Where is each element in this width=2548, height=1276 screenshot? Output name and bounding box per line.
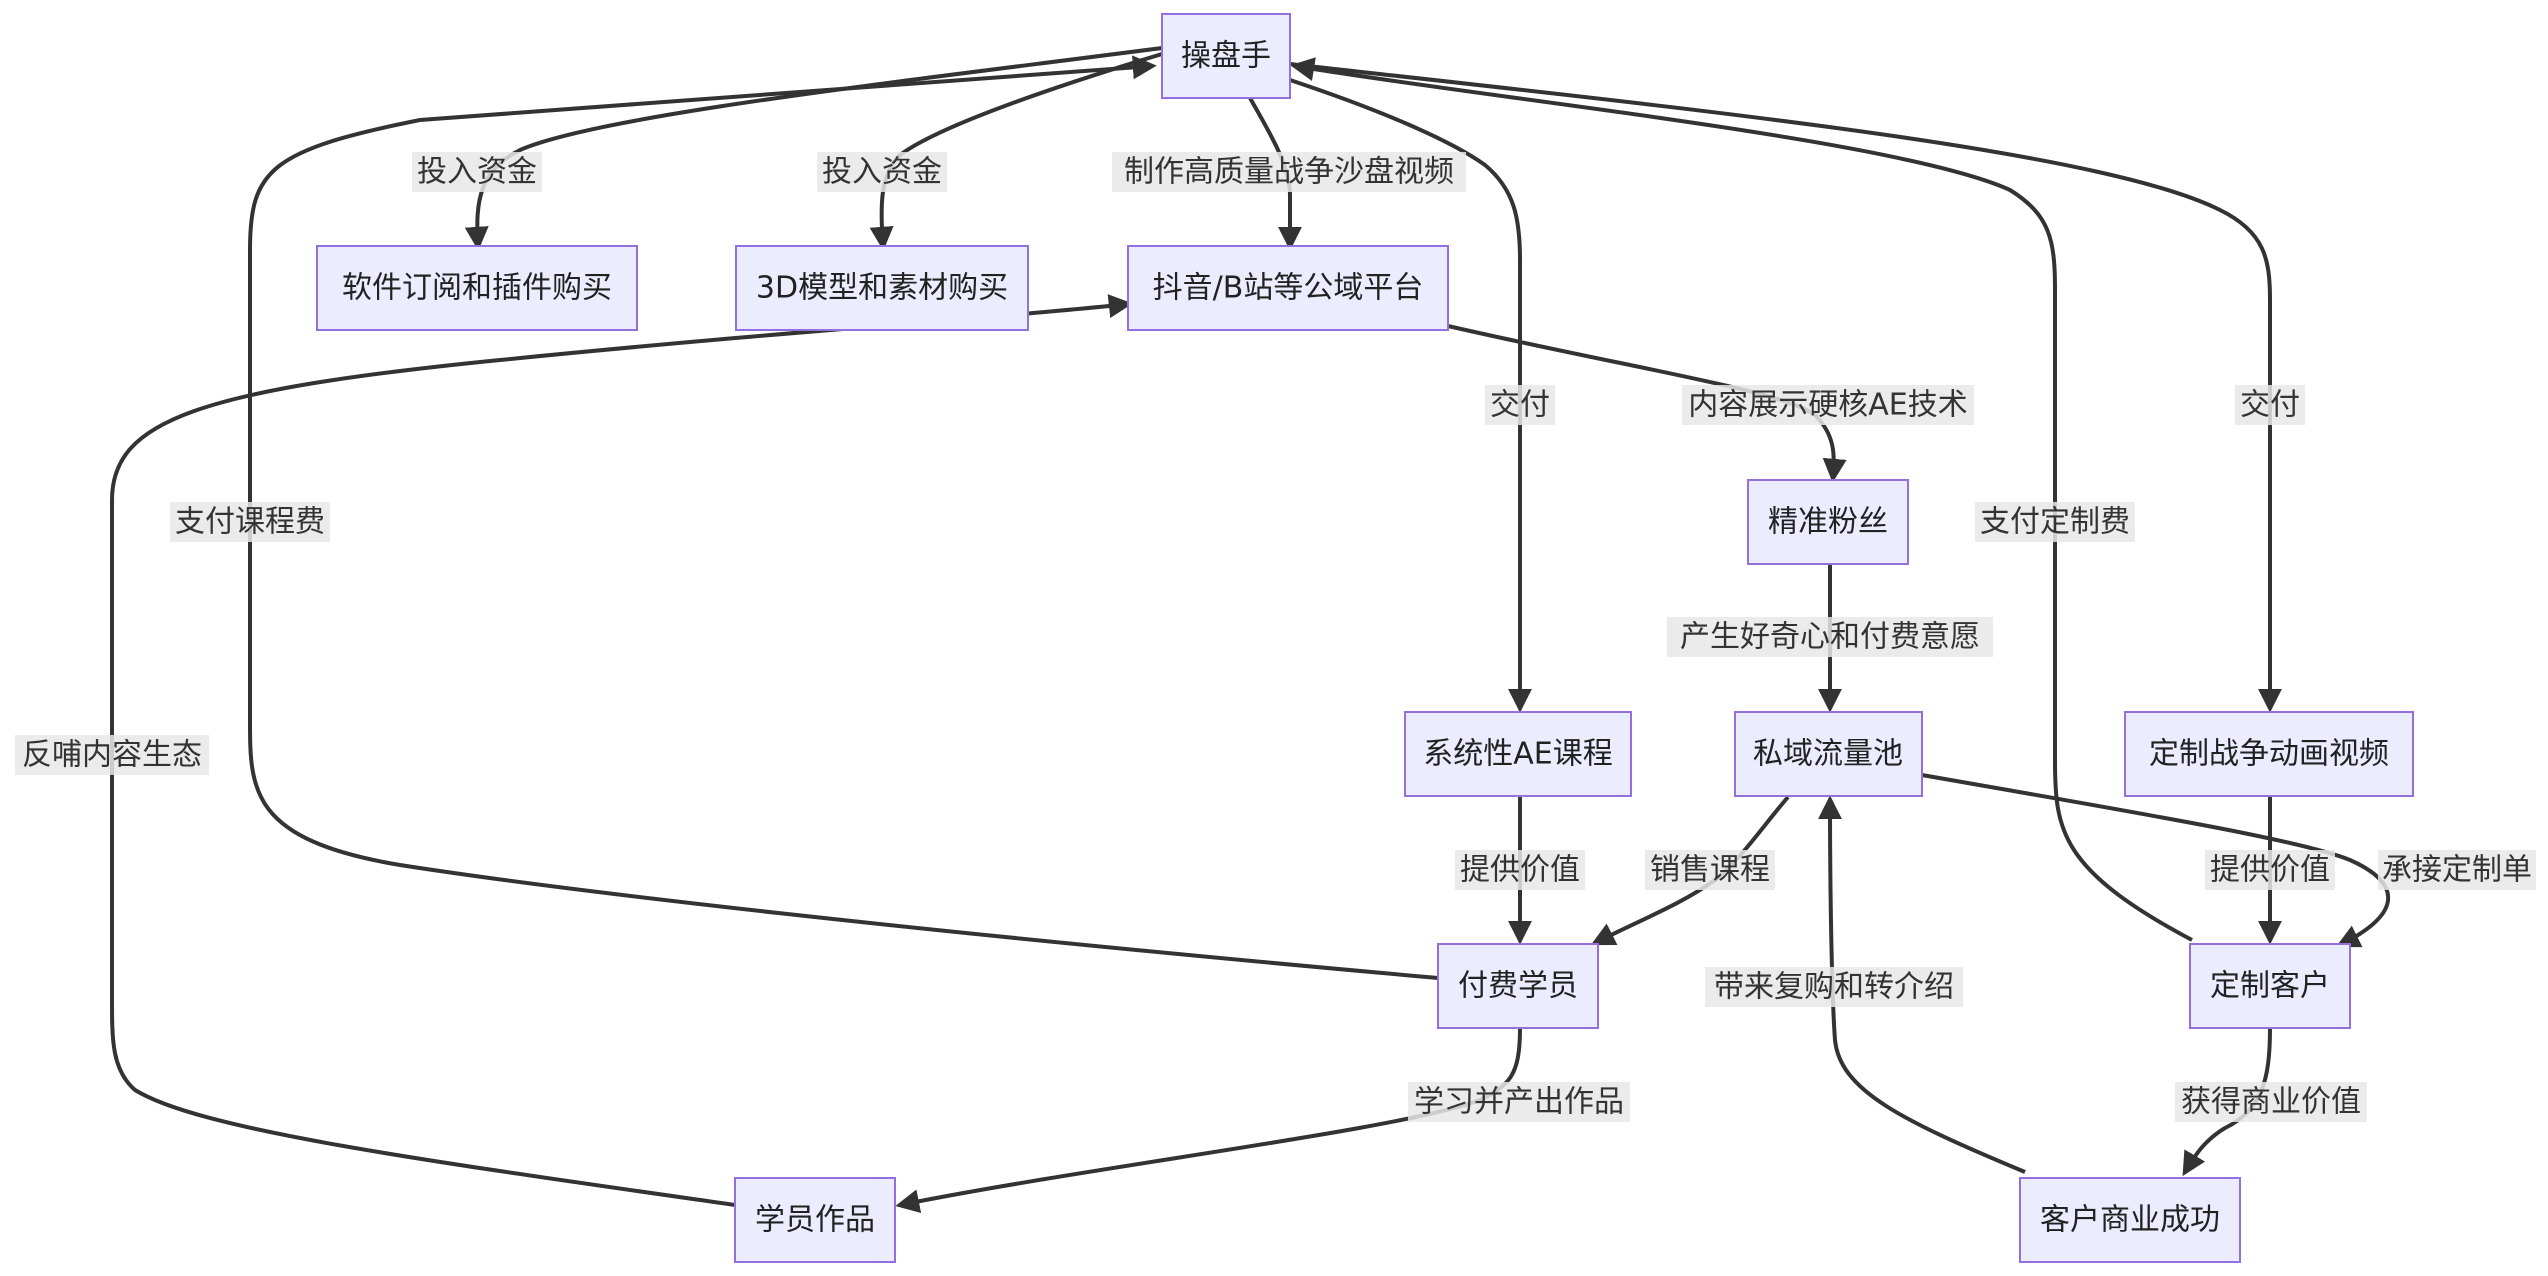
svg-text:获得商业价值: 获得商业价值	[2181, 1085, 2361, 1120]
edges	[110, 46, 2391, 1214]
edge-label-e1: 投入资金	[412, 152, 542, 192]
edge-label-e3: 制作高质量战争沙盘视频	[1112, 152, 1466, 192]
node-students[interactable]: 付费学员	[1437, 943, 1599, 1029]
svg-text:销售课程: 销售课程	[1650, 853, 1770, 888]
svg-text:支付课程费: 支付课程费	[175, 505, 325, 540]
svg-text:操盘手: 操盘手	[1181, 39, 1271, 74]
edge-works-platform	[110, 294, 1133, 1207]
node-works[interactable]: 学员作品	[734, 1177, 896, 1263]
edge-label-e8: 提供价值	[1455, 850, 1585, 890]
node-course[interactable]: 系统性AE课程	[1404, 711, 1632, 797]
edge-label-e11: 承接定制单	[2378, 850, 2536, 890]
edge-label-e5: 交付	[2235, 385, 2305, 425]
svg-text:投入资金: 投入资金	[417, 155, 537, 190]
edge-label-e2: 投入资金	[817, 152, 947, 192]
svg-text:交付: 交付	[2240, 388, 2300, 423]
svg-text:产生好奇心和付费意愿: 产生好奇心和付费意愿	[1680, 620, 1980, 655]
svg-text:交付: 交付	[1490, 388, 1550, 423]
node-success[interactable]: 客户商业成功	[2019, 1177, 2241, 1263]
svg-text:投入资金: 投入资金	[822, 155, 942, 190]
svg-text:软件订阅和插件购买: 软件订阅和插件购买	[342, 271, 612, 306]
edge-label-e12: 支付课程费	[170, 502, 330, 542]
edge-trader-models	[869, 52, 1163, 251]
edge-students-works	[895, 1027, 1522, 1214]
svg-text:定制客户: 定制客户	[2210, 969, 2330, 1004]
node-trader[interactable]: 操盘手	[1161, 13, 1291, 99]
svg-text:提供价值: 提供价值	[2210, 853, 2330, 888]
node-clients[interactable]: 定制客户	[2189, 943, 2351, 1029]
svg-text:支付定制费: 支付定制费	[1980, 505, 2130, 540]
svg-text:带来复购和转介绍: 带来复购和转介绍	[1714, 970, 1954, 1005]
svg-text:付费学员: 付费学员	[1458, 969, 1578, 1004]
edge-label-e4: 交付	[1485, 385, 1555, 425]
nodes: 操盘手 软件订阅和插件购买 3D模型和素材购买 抖音/B站等公域平台 精准粉丝 …	[316, 13, 2414, 1263]
node-fans[interactable]: 精准粉丝	[1747, 479, 1909, 565]
svg-text:承接定制单: 承接定制单	[2382, 853, 2532, 888]
svg-text:抖音/B站等公域平台: 抖音/B站等公域平台	[1153, 271, 1424, 306]
svg-text:学员作品: 学员作品	[755, 1203, 875, 1238]
edge-clients-trader	[1290, 57, 2193, 942]
node-software[interactable]: 软件订阅和插件购买	[316, 245, 638, 331]
svg-text:制作高质量战争沙盘视频: 制作高质量战争沙盘视频	[1124, 155, 1454, 190]
svg-text:学习并产出作品: 学习并产出作品	[1414, 1085, 1624, 1120]
svg-text:3D模型和素材购买: 3D模型和素材购买	[756, 271, 1008, 306]
edge-label-e10: 提供价值	[2205, 850, 2335, 890]
node-custom-video[interactable]: 定制战争动画视频	[2124, 711, 2414, 797]
edge-trader-software	[464, 46, 1163, 251]
edge-label-e7: 产生好奇心和付费意愿	[1667, 617, 1993, 657]
svg-text:定制战争动画视频: 定制战争动画视频	[2149, 737, 2389, 772]
node-platform[interactable]: 抖音/B站等公域平台	[1127, 245, 1449, 331]
svg-text:精准粉丝: 精准粉丝	[1768, 505, 1888, 540]
edge-label-e9: 销售课程	[1645, 850, 1775, 890]
node-models[interactable]: 3D模型和素材购买	[735, 245, 1029, 331]
svg-text:系统性AE课程: 系统性AE课程	[1423, 737, 1612, 772]
edge-students-trader	[248, 55, 1439, 980]
svg-text:内容展示硬核AE技术: 内容展示硬核AE技术	[1688, 388, 1967, 423]
svg-text:反哺内容生态: 反哺内容生态	[22, 738, 202, 773]
edge-trader-platform	[1248, 97, 1302, 251]
edge-label-e6: 内容展示硬核AE技术	[1682, 385, 1974, 425]
edge-label-e13: 支付定制费	[1975, 502, 2135, 542]
node-private[interactable]: 私域流量池	[1734, 711, 1923, 797]
edge-trader-course	[1289, 78, 1532, 713]
edge-trader-customvideo	[1289, 62, 2282, 713]
edge-labels: 投入资金 投入资金 制作高质量战争沙盘视频 交付 交付 内容展示硬核AE技术 产…	[15, 152, 2536, 1122]
svg-text:私域流量池: 私域流量池	[1753, 737, 1903, 772]
edge-label-e14: 学习并产出作品	[1408, 1082, 1630, 1122]
edge-clients-success	[2182, 1027, 2272, 1177]
svg-text:提供价值: 提供价值	[1460, 853, 1580, 888]
svg-text:客户商业成功: 客户商业成功	[2040, 1203, 2220, 1238]
edge-success-private	[1818, 795, 2026, 1174]
edge-label-e15: 获得商业价值	[2175, 1082, 2367, 1122]
edge-label-e16: 反哺内容生态	[15, 735, 209, 775]
edge-label-e17: 带来复购和转介绍	[1705, 967, 1963, 1007]
